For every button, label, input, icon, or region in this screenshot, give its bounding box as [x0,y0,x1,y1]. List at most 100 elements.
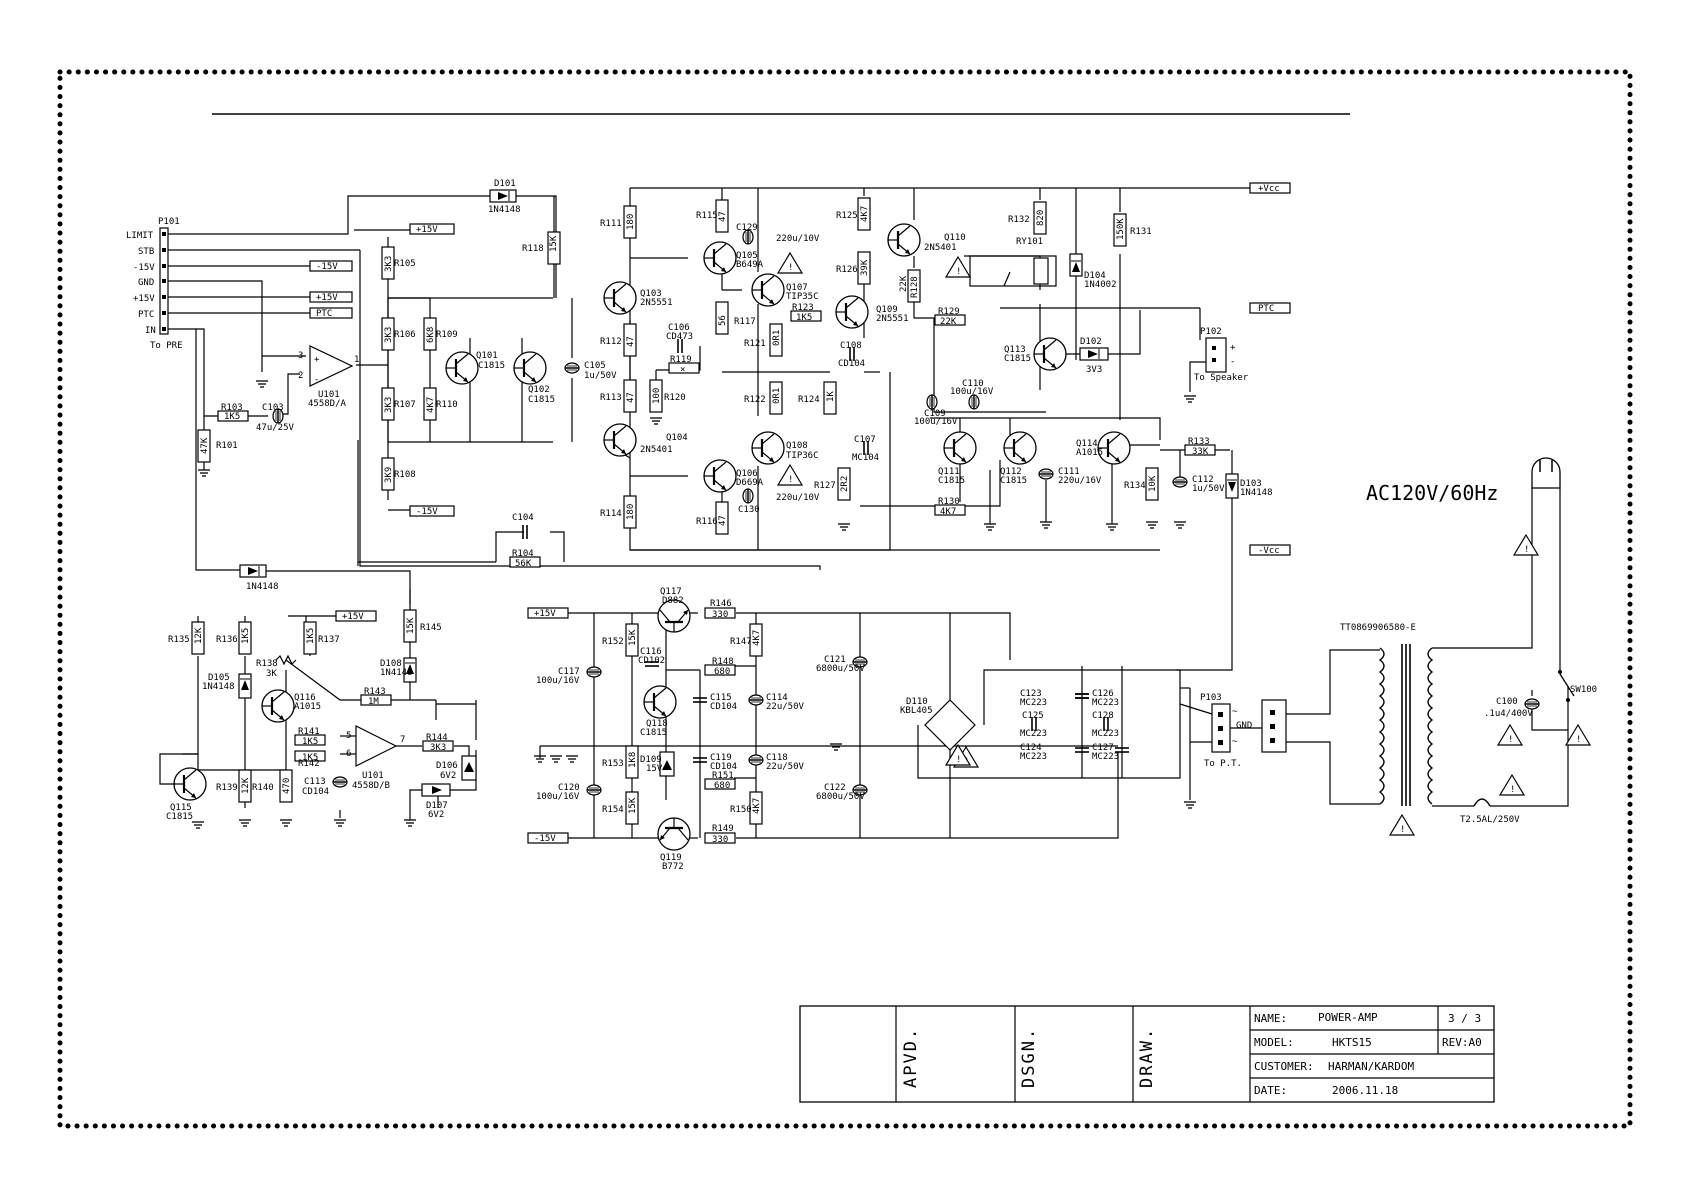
switch-sw100: SW100 [1558,488,1597,702]
svg-text:R122: R122 [744,395,766,405]
pin-in: IN [145,326,156,336]
svg-text:R107: R107 [394,400,416,410]
svg-text:Q106: Q106 [736,469,758,479]
svg-text:R135: R135 [168,635,190,645]
svg-text:100: 100 [652,388,662,404]
svg-text:R113: R113 [600,393,622,403]
svg-text:Q113: Q113 [1004,345,1026,355]
svg-text:MC223: MC223 [1020,698,1047,708]
svg-text:T2.5AL/250V: T2.5AL/250V [1460,815,1520,825]
svg-text:3K3: 3K3 [384,327,394,343]
svg-text:Q119: Q119 [660,853,682,863]
svg-text:C124: C124 [1020,743,1042,753]
svg-text:C125: C125 [1022,711,1044,721]
connector-p103: P103 GND To P.T. ~~ [1179,649,1380,805]
apvd-label: APVD. [901,1027,921,1088]
rail-flag-p15-a: +15V [409,223,455,235]
svg-text:1K5: 1K5 [302,737,318,747]
svg-text:+: + [1230,343,1236,353]
svg-text:R118: R118 [522,244,544,254]
svg-text:R105: R105 [394,259,416,269]
svg-text:47K: 47K [200,437,210,454]
svg-text:22K: 22K [940,317,957,327]
svg-text:1u/50V: 1u/50V [1192,484,1225,494]
svg-text:R108: R108 [394,470,416,480]
svg-text:3K9: 3K9 [384,467,394,483]
svg-text:1K8: 1K8 [628,752,638,768]
svg-text:Q117: Q117 [660,587,682,597]
svg-text:3K3: 3K3 [430,743,446,753]
pin-gnd: GND [138,278,154,288]
svg-text:100u/16V: 100u/16V [914,417,958,427]
svg-text:15K: 15K [406,617,416,634]
svg-text:CD104: CD104 [838,359,865,369]
svg-text:C112: C112 [1192,475,1214,485]
svg-text:P103: P103 [1200,693,1222,703]
svg-text:MC223: MC223 [1020,729,1047,739]
svg-text:R128: R128 [910,276,920,298]
svg-text:1u/50V: 1u/50V [584,371,617,381]
ground-symbol [255,380,269,388]
svg-text:33K: 33K [1192,447,1209,457]
svg-text:2N5401: 2N5401 [924,243,957,253]
svg-text:C1815: C1815 [478,361,505,371]
svg-text:220u/10V: 220u/10V [776,234,820,244]
transformer: TT0869906580-E T2.5AL/250V [1340,488,1569,825]
svg-text:0R1: 0R1 [772,330,782,346]
svg-text:R148: R148 [712,657,734,667]
name-label: NAME: [1254,1012,1287,1025]
svg-text:C114: C114 [766,693,788,703]
svg-text:R109: R109 [436,330,458,340]
svg-text:1N4002: 1N4002 [1084,280,1117,290]
ground-symbol [1183,801,1197,809]
svg-text:15K: 15K [549,235,559,252]
dsgn-label: DSGN. [1019,1027,1039,1088]
p101-caption: To PRE [150,341,183,351]
svg-text:Q104: Q104 [666,433,688,443]
svg-text:Q112: Q112 [1000,467,1022,477]
svg-text:R115: R115 [696,211,718,221]
svg-text:5: 5 [346,731,351,741]
svg-text:D109: D109 [640,755,662,765]
svg-text:R114: R114 [600,509,622,519]
capacitor-c100: C100.1u4/400V [1484,690,1568,731]
svg-text:R149: R149 [712,824,734,834]
pin-ptc: PTC [138,310,154,320]
svg-text:1K: 1K [826,391,836,402]
svg-text:R147: R147 [730,637,752,647]
svg-text:GND: GND [1236,721,1252,731]
svg-text:R117: R117 [734,317,756,327]
ground-bus [533,743,843,763]
svg-text:1N4148: 1N4148 [246,582,279,592]
svg-text:47u/25V: 47u/25V [256,423,295,433]
svg-text:TIP35C: TIP35C [786,292,819,302]
svg-text:Q105: Q105 [736,251,758,261]
svg-text:R137: R137 [318,635,340,645]
svg-text:22u/50V: 22u/50V [766,762,805,772]
svg-text:R132: R132 [1008,215,1030,225]
rail-flag-p15-d: +15V [527,607,569,619]
svg-text:R119: R119 [670,355,692,365]
svg-text:R106: R106 [394,330,416,340]
svg-text:C108: C108 [840,341,862,351]
svg-text:6V2: 6V2 [428,810,444,820]
svg-text:Q110: Q110 [944,233,966,243]
